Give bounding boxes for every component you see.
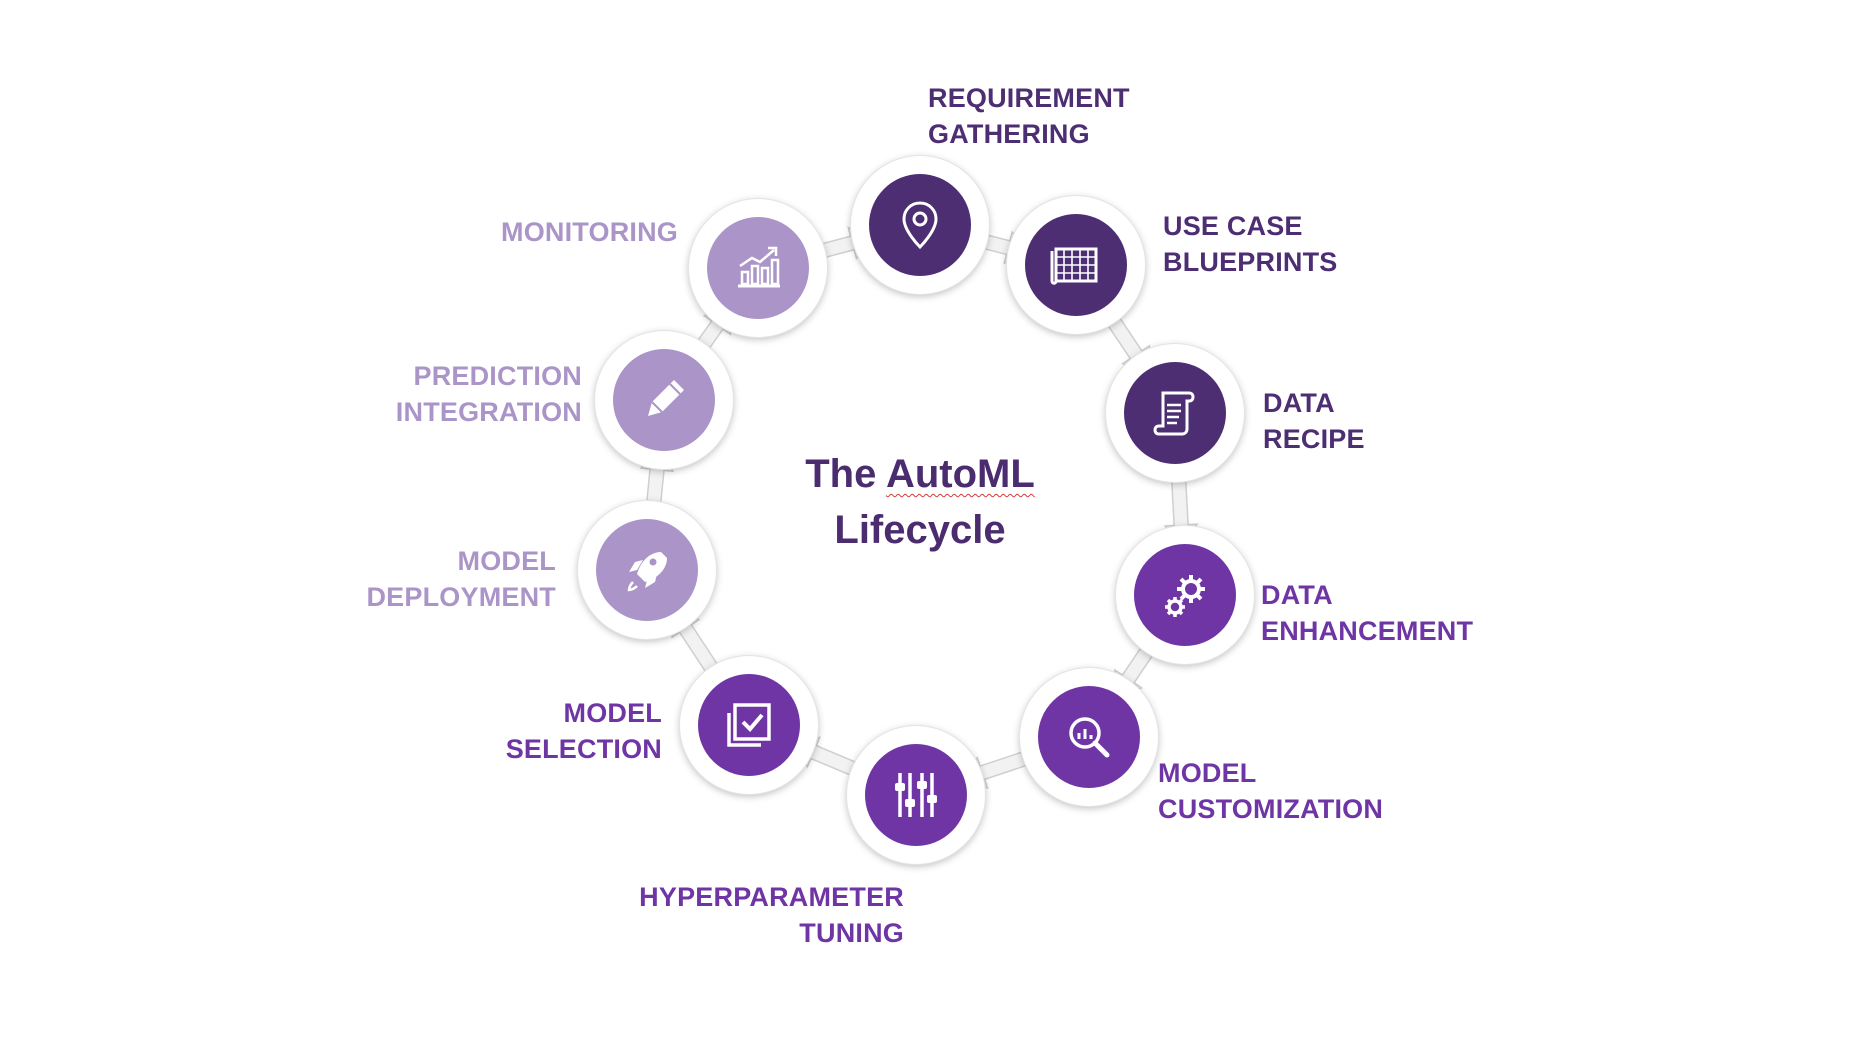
stage-label-line: MODEL [1158, 758, 1257, 788]
stage-label-use-case-blueprints: USE CASE BLUEPRINTS [1163, 208, 1338, 280]
stage-hyperparameter-tuning [847, 726, 985, 864]
stage-label-hyperparameter-tuning: HYPERPARAMETER TUNING [639, 879, 904, 951]
stage-label-line: DATA [1261, 580, 1333, 610]
stage-ring [851, 156, 989, 294]
scroll-icon [1153, 391, 1195, 436]
stage-disc [865, 744, 967, 846]
stage-ring [847, 726, 985, 864]
stage-label-line: GATHERING [928, 119, 1090, 149]
stage-data-enhancement [1116, 526, 1254, 664]
diagram-title: The AutoML Lifecycle [805, 446, 1035, 558]
stage-disc [613, 349, 715, 451]
stage-label-line: PREDICTION [413, 361, 582, 391]
stage-disc [1134, 544, 1236, 646]
stage-label-line: TUNING [799, 918, 904, 948]
stage-ring [1007, 196, 1145, 334]
stage-disc [1038, 686, 1140, 788]
stage-label-line: RECIPE [1263, 424, 1365, 454]
stage-label-line: BLUEPRINTS [1163, 247, 1338, 277]
title-line-1: The AutoML [805, 452, 1035, 496]
stage-monitoring [689, 199, 827, 337]
stage-disc [698, 674, 800, 776]
stage-label-line: HYPERPARAMETER [639, 882, 904, 912]
stage-label-line: SELECTION [505, 734, 662, 764]
sliders-icon [895, 773, 937, 817]
stage-data-recipe [1106, 344, 1244, 482]
stage-label-prediction-integration: PREDICTION INTEGRATION [396, 358, 582, 430]
stage-disc [1025, 214, 1127, 316]
stage-model-deployment [578, 501, 716, 639]
title-line-2: Lifecycle [834, 508, 1006, 552]
stage-label-line: DATA [1263, 388, 1335, 418]
stage-label-model-selection: MODEL SELECTION [506, 695, 662, 767]
stage-ring [1116, 526, 1254, 664]
stage-ring [680, 656, 818, 794]
rocket-icon [627, 552, 667, 592]
title-automl-word: AutoML [885, 452, 1035, 496]
stage-disc [707, 217, 809, 319]
stage-label-monitoring: MONITORING [501, 214, 678, 250]
stage-disc [869, 174, 971, 276]
magnifier-chart-icon [1069, 717, 1110, 758]
stage-disc [596, 519, 698, 621]
stage-model-customization [1020, 668, 1158, 806]
stage-label-line: INTEGRATION [395, 397, 582, 427]
stage-ring [1020, 668, 1158, 806]
stage-use-case-blueprints [1007, 196, 1145, 334]
stage-label-model-deployment: MODEL DEPLOYMENT [366, 543, 556, 615]
stage-label-requirement-gathering: REQUIREMENT GATHERING [928, 80, 1130, 152]
growth-chart-icon [738, 246, 780, 288]
stage-label-data-recipe: DATA RECIPE [1263, 385, 1365, 457]
stage-ring [689, 199, 827, 337]
stage-label-data-enhancement: DATA ENHANCEMENT [1261, 577, 1473, 649]
stage-label-line: CUSTOMIZATION [1158, 794, 1384, 824]
stage-model-selection [680, 656, 818, 794]
stage-label-model-customization: MODEL CUSTOMIZATION [1158, 755, 1383, 827]
stage-disc [1124, 362, 1226, 464]
location-pin-icon [902, 201, 938, 250]
pencil-icon [648, 380, 684, 416]
stage-label-line: MODEL [563, 698, 662, 728]
gears-icon [1165, 575, 1205, 617]
stage-label-line: MODEL [457, 546, 556, 576]
stage-label-line: MONITORING [501, 217, 678, 247]
checkbox-icon [727, 703, 771, 747]
stage-label-line: DEPLOYMENT [366, 582, 556, 612]
stage-label-line: REQUIREMENT [928, 83, 1130, 113]
stage-label-line: ENHANCEMENT [1261, 616, 1474, 646]
blueprint-icon [1050, 247, 1098, 285]
stage-requirement-gathering [851, 156, 989, 294]
stage-prediction-integration [595, 331, 733, 469]
stage-ring [595, 331, 733, 469]
stage-label-line: USE CASE [1163, 211, 1303, 241]
stage-ring [578, 501, 716, 639]
stage-ring [1106, 344, 1244, 482]
